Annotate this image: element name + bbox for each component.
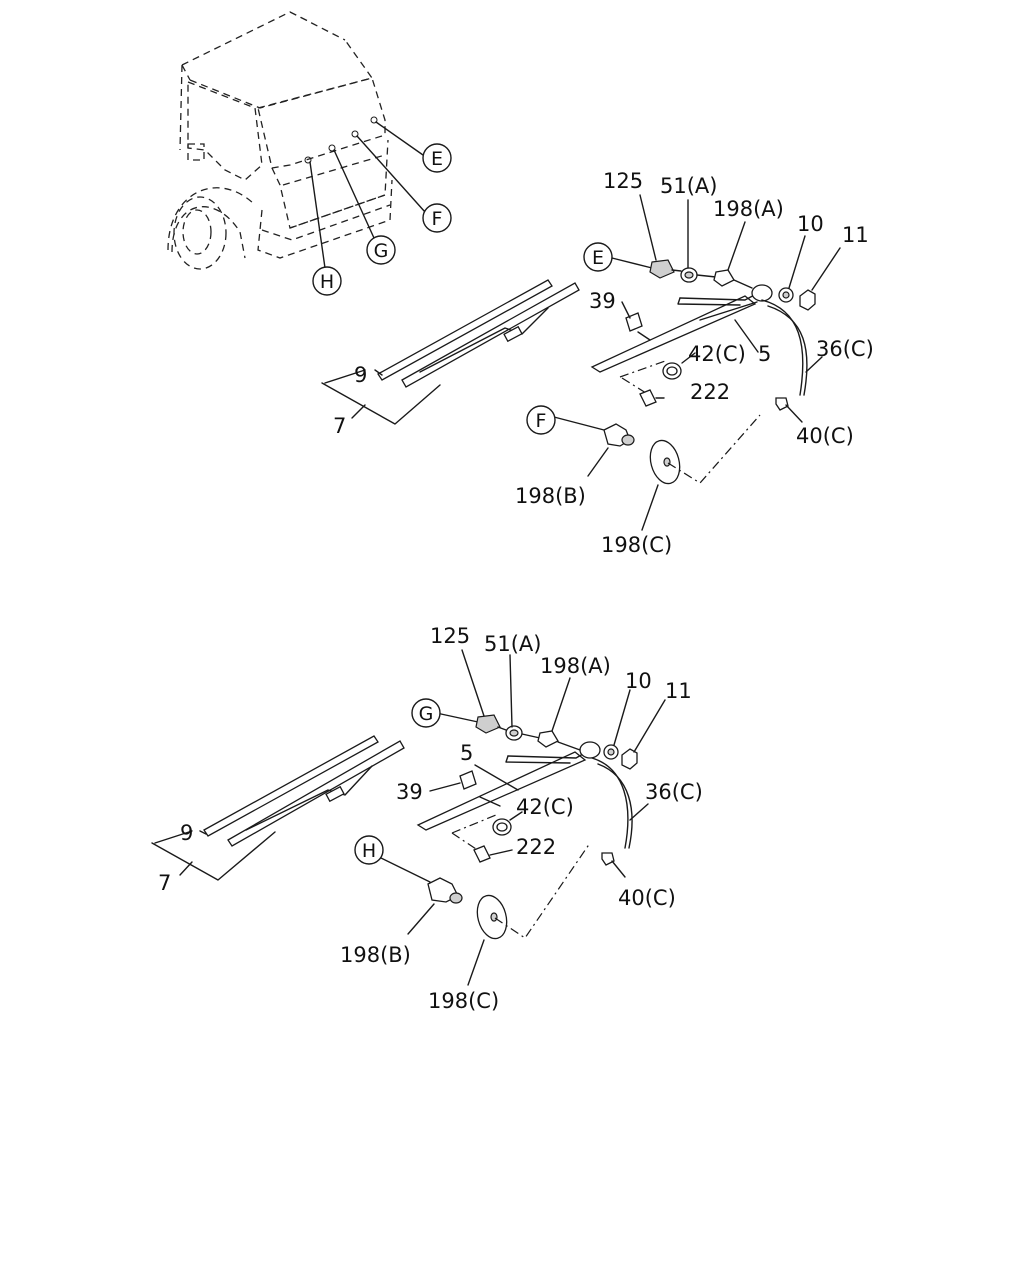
upper-label-222: 222 <box>690 380 730 404</box>
upper-label-198b: 198(B) <box>515 484 586 508</box>
svg-text:H: H <box>320 271 334 293</box>
lower-assembly <box>151 649 666 986</box>
svg-text:F: F <box>536 410 547 432</box>
lower-label-198c: 198(C) <box>428 989 499 1013</box>
lower-label-42c: 42(C) <box>516 795 574 819</box>
svg-text:G: G <box>374 240 389 262</box>
truck-cab-drawing <box>167 11 426 270</box>
upper-assembly <box>321 194 841 531</box>
upper-label-9: 9 <box>354 363 367 387</box>
lower-label-9: 9 <box>180 821 193 845</box>
lower-label-10: 10 <box>625 669 652 693</box>
upper-label-7: 7 <box>333 414 346 438</box>
lower-label-11: 11 <box>665 679 692 703</box>
lower-label-198a: 198(A) <box>540 654 611 678</box>
svg-text:E: E <box>431 148 443 170</box>
upper-label-125: 125 <box>603 169 643 193</box>
upper-marker-f: F <box>526 405 556 435</box>
upper-label-36c: 36(C) <box>816 337 874 361</box>
lower-label-222: 222 <box>516 835 556 859</box>
upper-label-198a: 198(A) <box>713 197 784 221</box>
lower-label-39: 39 <box>396 780 423 804</box>
upper-marker-e: E <box>583 242 613 272</box>
truck-marker-g: G <box>366 235 396 265</box>
upper-label-51a: 51(A) <box>660 174 717 198</box>
upper-label-5: 5 <box>758 342 771 366</box>
truck-marker-e: E <box>422 143 452 173</box>
lower-wiper-arm <box>416 751 587 831</box>
upper-label-40c: 40(C) <box>796 424 854 448</box>
lower-label-7: 7 <box>158 871 171 895</box>
upper-label-198c: 198(C) <box>601 533 672 557</box>
lower-blade-frame <box>227 740 405 847</box>
lower-marker-h: H <box>354 835 384 865</box>
upper-label-10: 10 <box>797 212 824 236</box>
lower-label-36c: 36(C) <box>645 780 703 804</box>
truck-marker-h: H <box>312 266 342 296</box>
svg-text:H: H <box>362 840 376 862</box>
upper-label-42c: 42(C) <box>688 342 746 366</box>
lower-blade-rubber <box>203 735 379 837</box>
svg-text:E: E <box>592 247 604 269</box>
lower-label-125: 125 <box>430 624 470 648</box>
lower-marker-g: G <box>411 698 441 728</box>
truck-marker-f: F <box>422 203 452 233</box>
upper-blade-rubber <box>377 279 553 381</box>
upper-label-39: 39 <box>589 289 616 313</box>
svg-text:G: G <box>419 703 434 725</box>
lower-label-5: 5 <box>460 741 473 765</box>
upper-label-11: 11 <box>842 223 869 247</box>
lower-label-198b: 198(B) <box>340 943 411 967</box>
svg-text:F: F <box>432 208 443 230</box>
lower-label-51a: 51(A) <box>484 632 541 656</box>
lower-label-40c: 40(C) <box>618 886 676 910</box>
